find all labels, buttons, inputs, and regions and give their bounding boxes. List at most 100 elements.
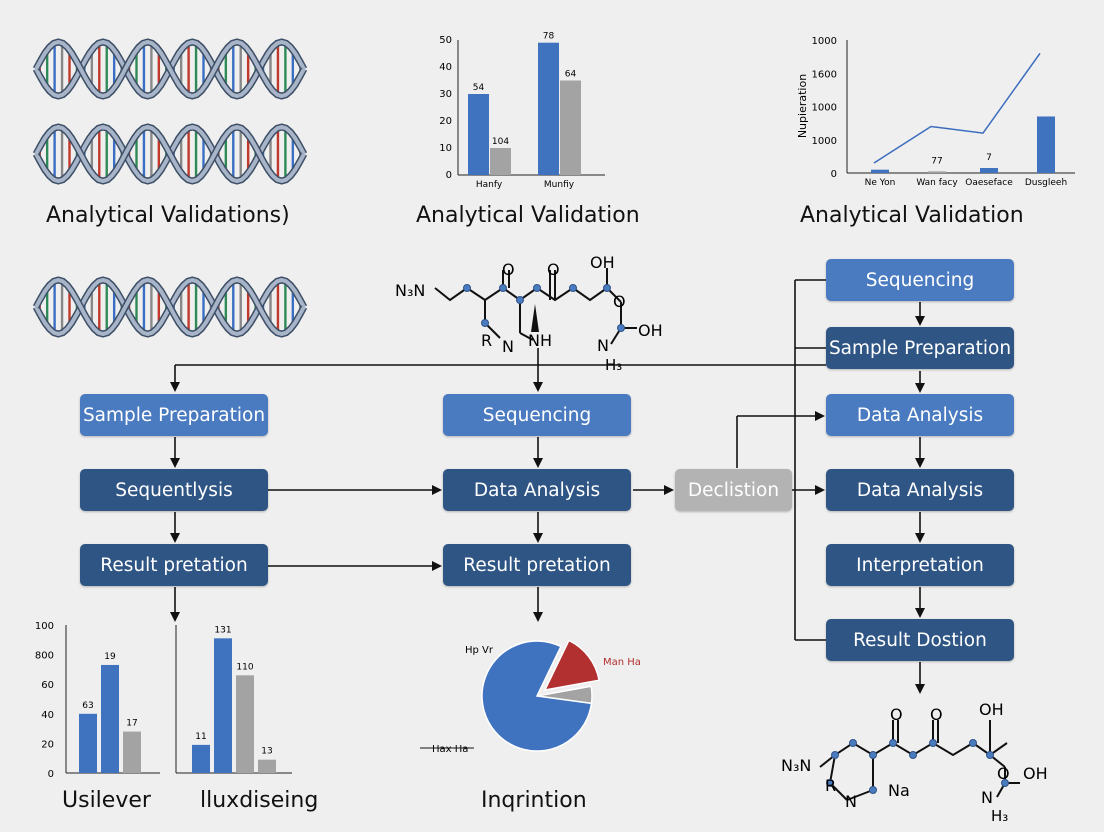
caption-bar-chart-b: lluxdiseing — [200, 788, 319, 813]
flow-box-interpretation: Interpretation — [826, 544, 1014, 586]
dna-helix-icon — [32, 123, 308, 185]
bar — [101, 664, 119, 773]
flow-box-sample-preparation: Sample Preparation — [80, 394, 268, 436]
bar — [538, 42, 559, 176]
molecule-label-oh1: OH — [590, 253, 615, 272]
data-label: 110 — [236, 662, 253, 672]
molecule-label-n: N — [845, 792, 857, 811]
y-tick-label: 20 — [439, 116, 452, 127]
flow-box-data-analysis-right-2: Data Analysis — [826, 469, 1014, 511]
molecule-label-oh2: OH — [638, 321, 663, 340]
data-label: 17 — [126, 719, 137, 729]
molecule-label-o3: O — [613, 292, 626, 311]
molecule-label-o2: O — [547, 260, 560, 279]
data-label: 64 — [565, 70, 577, 80]
bar — [79, 713, 97, 773]
y-tick-label: 30 — [439, 89, 452, 100]
bar — [980, 168, 998, 173]
data-label: 131 — [214, 625, 231, 635]
flow-box-sequencing-right: Sequencing — [826, 259, 1014, 301]
y-tick-label: 1000 — [812, 103, 837, 114]
trend-line — [873, 52, 1041, 164]
x-tick-label: Hanfy — [476, 180, 503, 190]
molecule-label-r: R — [825, 776, 836, 795]
molecule-label-r: R — [481, 331, 492, 350]
caption-bar-chart: Analytical Validation — [416, 203, 640, 228]
molecule-label-nh3: N — [597, 336, 609, 355]
y-tick-label: 60 — [41, 680, 54, 691]
molecule-label-o2: O — [930, 705, 943, 724]
bar — [192, 744, 210, 773]
molecule-label-o1: O — [890, 705, 903, 724]
x-tick-label: Munfiy — [544, 180, 575, 190]
molecule-bottom: N₃N O O OH O OH R N Na N H₃ — [781, 700, 1048, 825]
flow-box-data-analysis-middle: Data Analysis — [443, 469, 631, 511]
flow-box-result-pretation-left: Result pretation — [80, 544, 268, 586]
x-tick-label: Ne Yon — [865, 178, 896, 188]
caption-bar-chart-a: Usilever — [62, 788, 151, 813]
caption-line-chart: Analytical Validation — [800, 203, 1024, 228]
x-tick-label: Oaeseface — [965, 178, 1013, 188]
y-tick-label: 1000 — [812, 136, 837, 147]
dna-strand-highlight — [34, 39, 306, 99]
molecule-label-na: Na — [888, 781, 910, 800]
y-tick-label: 100 — [35, 621, 54, 632]
y-tick-label: 1000 — [812, 36, 837, 47]
y-tick-label: 50 — [439, 35, 452, 46]
y-tick-label: 20 — [41, 739, 54, 750]
molecule-label-n3: N₃N — [781, 756, 811, 775]
bar — [1037, 116, 1055, 173]
data-label: 104 — [492, 137, 509, 147]
y-tick-label: 10 — [439, 143, 452, 154]
flow-box-sequencing-middle: Sequencing — [443, 394, 631, 436]
flow-box-data-analysis-right-1: Data Analysis — [826, 394, 1014, 436]
pie-label: Hax Ha — [432, 744, 468, 755]
bar — [236, 675, 254, 773]
molecule-label-oh1: OH — [979, 700, 1004, 719]
pie-slice — [543, 639, 600, 691]
pie-label: Man Ha — [603, 657, 641, 668]
dna-helix-icon — [32, 38, 308, 100]
data-label: 11 — [195, 732, 206, 742]
data-label: 78 — [543, 32, 555, 42]
bar — [560, 80, 581, 175]
molecule-label-n: N — [502, 337, 514, 356]
bar — [214, 638, 232, 773]
dna-strand-highlight — [34, 124, 306, 184]
molecule-label-h3: H₃ — [991, 807, 1008, 825]
flow-box-result-pretation-middle: Result pretation — [443, 544, 631, 586]
data-label: 7 — [986, 153, 992, 163]
molecule-label-o1: O — [502, 260, 515, 279]
y-tick-label: 0 — [48, 769, 54, 780]
bar — [468, 94, 489, 175]
pie-slice — [481, 640, 593, 752]
data-label: 19 — [104, 652, 116, 662]
y-tick-label: 40 — [439, 62, 452, 73]
bar — [123, 731, 141, 773]
y-axis-label: Nupieration — [796, 74, 809, 138]
data-label: 13 — [261, 747, 272, 757]
molecule-top: N₃N O O OH O OH R N NH N H₃ — [395, 253, 663, 374]
x-tick-label: Dusgleeh — [1025, 178, 1067, 188]
dna-helices — [32, 38, 308, 338]
flow-box-sequentlysis: Sequentlysis — [80, 469, 268, 511]
dna-helix-icon — [32, 276, 308, 338]
dna-strand-highlight — [34, 277, 306, 337]
y-tick-label: 800 — [35, 651, 54, 662]
molecule-label-nh3: N — [981, 788, 993, 807]
y-tick-label: 0 — [446, 170, 452, 181]
molecule-label-oh2: OH — [1023, 764, 1048, 783]
bar — [871, 169, 889, 173]
x-tick-label: Wan facy — [916, 178, 958, 188]
molecule-label-o3: O — [997, 764, 1010, 783]
molecule-label-n3: N₃N — [395, 281, 425, 300]
molecule-label-nh: NH — [528, 331, 552, 350]
flow-box-sample-preparation-right: Sample Preparation — [826, 327, 1014, 369]
y-tick-label: 1600 — [812, 69, 837, 80]
data-label: 54 — [473, 83, 485, 93]
caption-dna: Analytical Validations) — [46, 203, 290, 228]
bar-chart-top: 0 10 20 30 40 50 54 104 78 64 Hanfy Munfiy — [439, 32, 605, 190]
